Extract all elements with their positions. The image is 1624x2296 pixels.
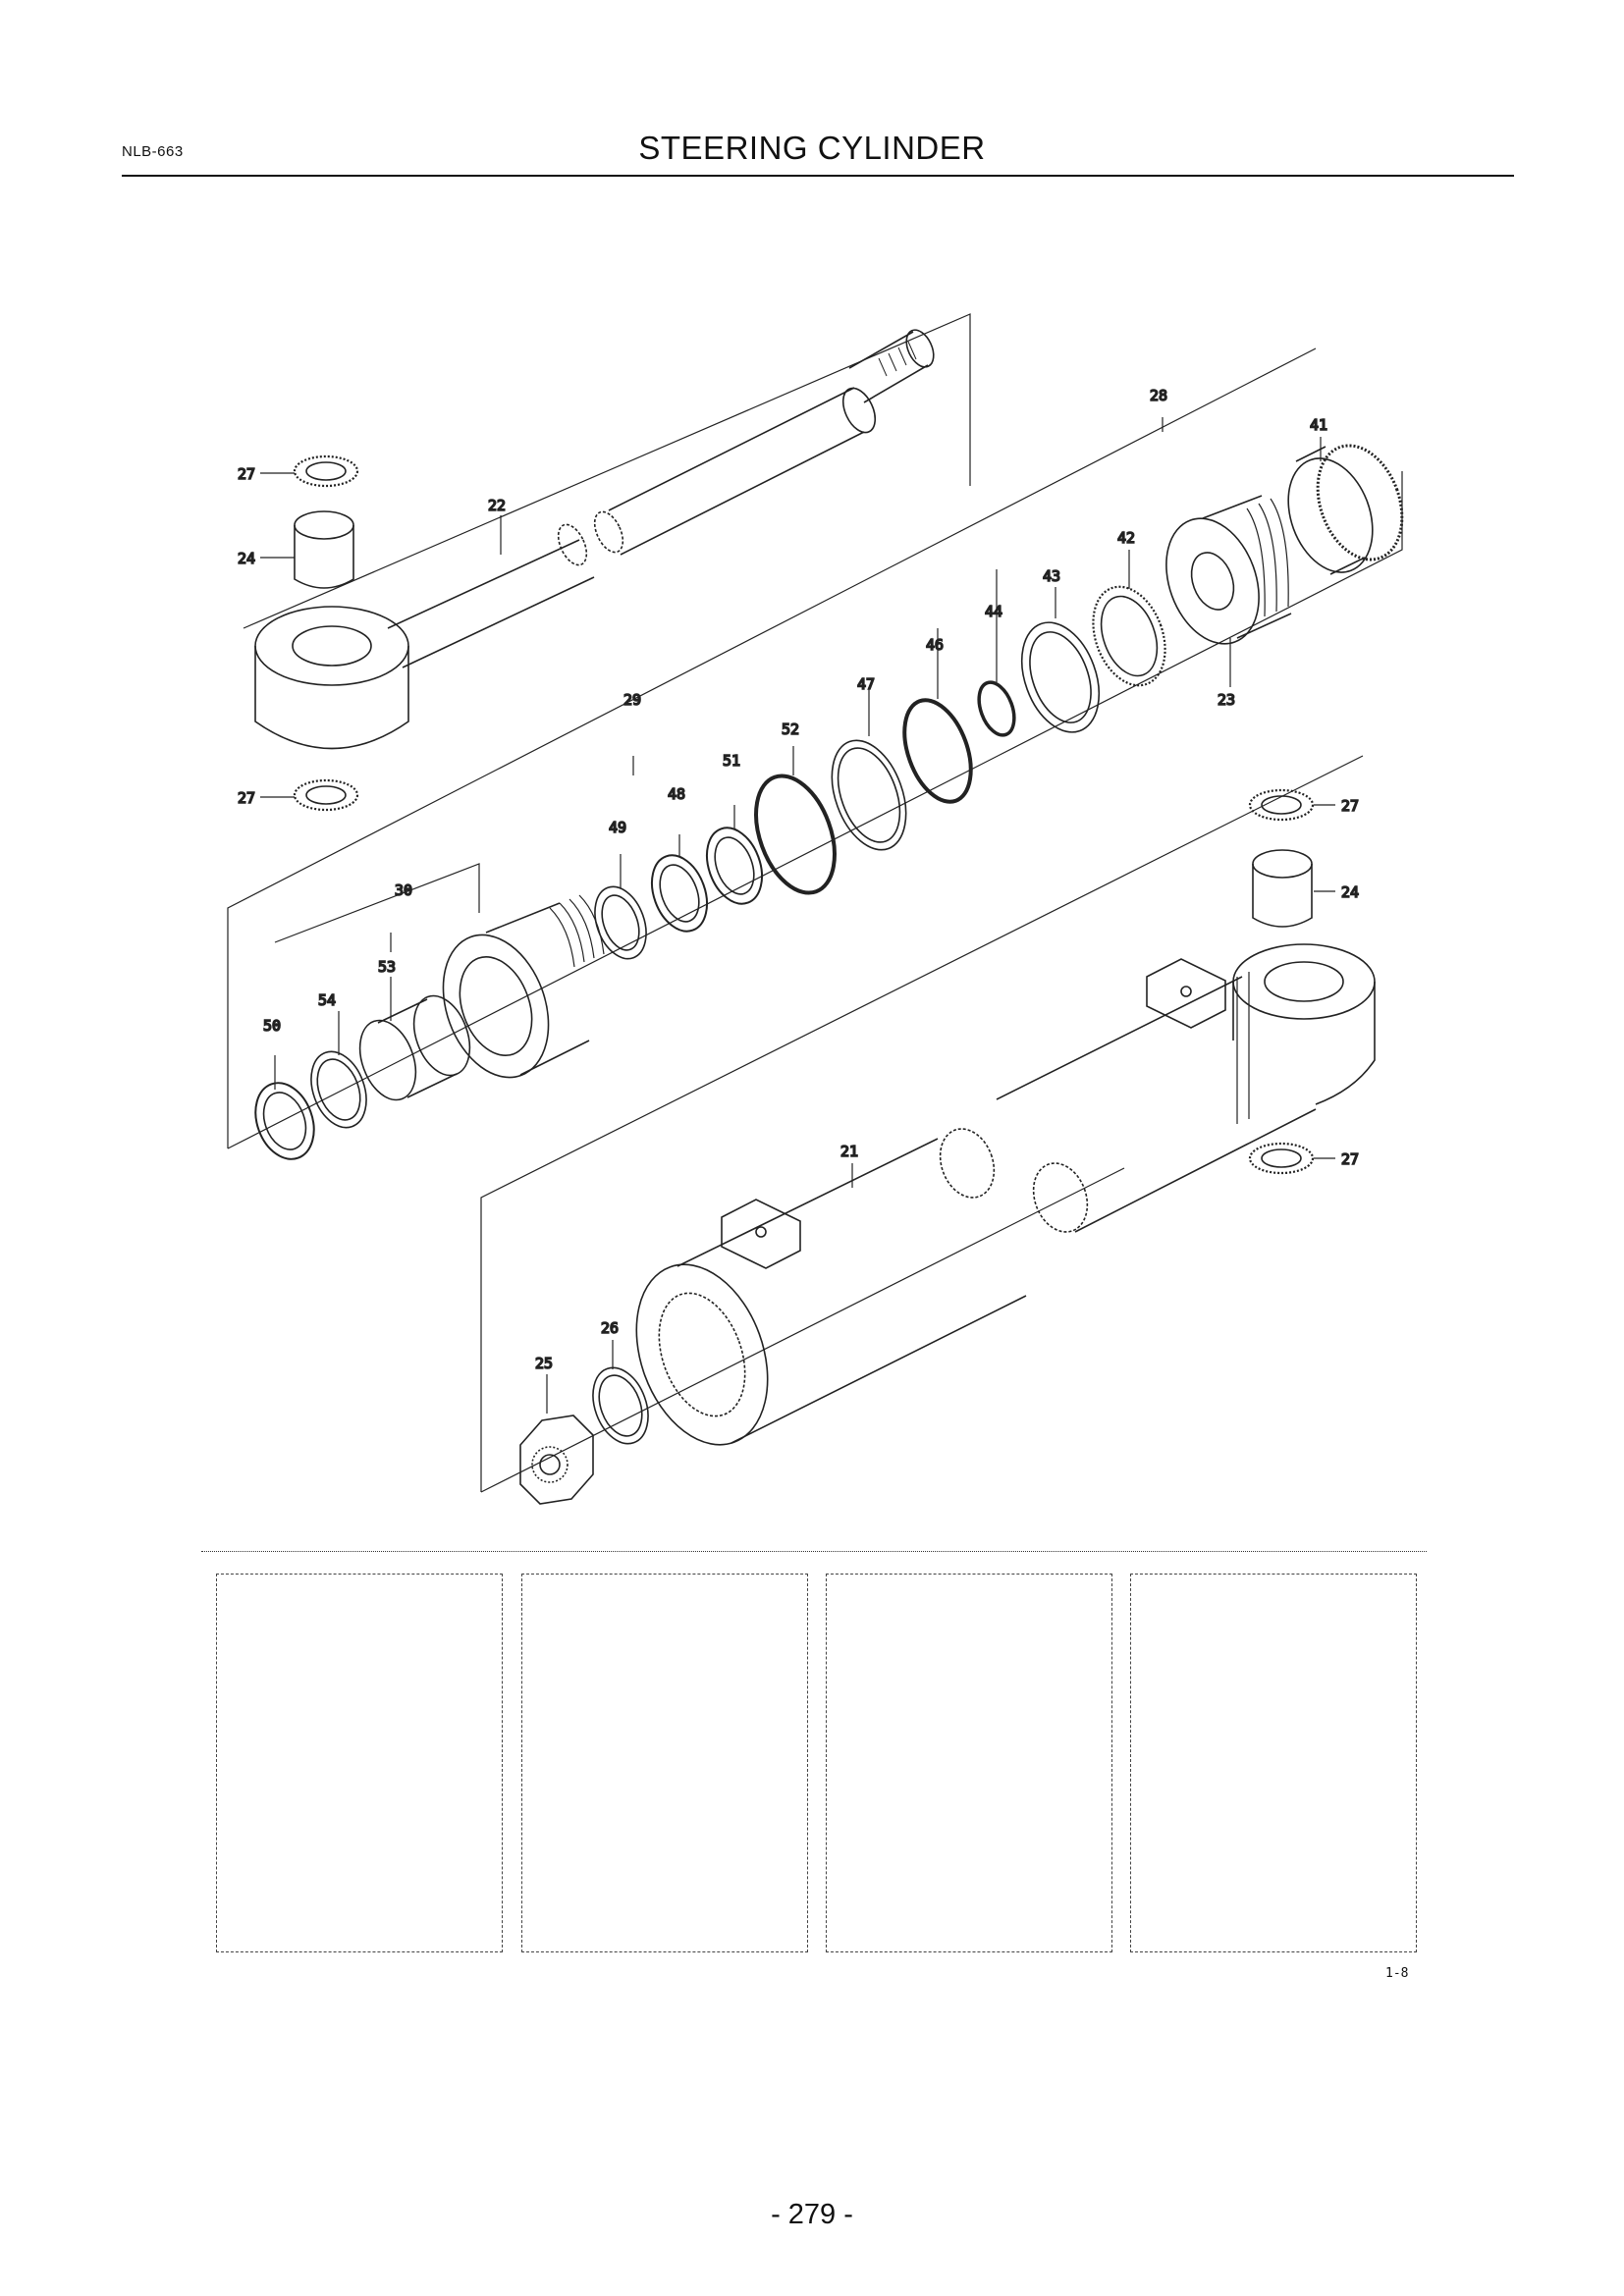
o-ring-44 [977,680,1016,737]
label-27: 27 [1341,1150,1359,1168]
label-23: 23 [1218,691,1235,709]
rod-cover-30 [442,894,605,1079]
label-50: 50 [263,1017,281,1035]
port-block-front [721,1199,801,1269]
label-25: 25 [535,1355,553,1372]
notes-divider [201,1551,1427,1552]
wear-ring-41 [1287,444,1404,575]
tube-frame-outline [480,755,1364,1492]
label-28: 28 [1150,387,1167,404]
label-43: 43 [1043,567,1060,585]
seal-27-top-right [1248,788,1315,822]
bushing-24-right [1252,849,1313,928]
label-49: 49 [609,819,626,836]
o-ring-46 [902,698,973,804]
dust-wiper-50 [254,1082,315,1160]
note-box-1 [216,1574,503,1952]
o-ring-52 [754,774,837,895]
rod-break-left [557,523,588,566]
ring-42 [1092,585,1166,687]
label-53: 53 [378,958,396,976]
seal-27-bottom-left [293,778,359,812]
seal-48 [650,854,709,933]
snap-ring-26 [592,1366,649,1445]
label-27: 27 [1341,797,1359,815]
label-21: 21 [840,1143,858,1160]
label-47: 47 [857,675,875,693]
ring-49 [594,885,647,960]
bushing-24-left [294,510,354,589]
label-46: 46 [926,636,944,654]
label-29: 29 [623,691,641,709]
label-30: 30 [395,881,412,899]
rod-threads [905,329,935,368]
label-48: 48 [668,785,685,803]
rod-eye-top [254,606,409,686]
label-27: 27 [238,465,255,483]
label-44: 44 [985,603,1002,620]
rod-break-right [593,510,624,554]
ring-54 [310,1050,367,1129]
label-24: 24 [1341,883,1359,901]
page-title: STEERING CYLINDER [638,130,986,166]
bushing-53 [358,994,471,1101]
head-frame-outline [227,347,1317,1148]
ring-43 [1020,621,1101,733]
label-41: 41 [1310,416,1327,434]
seal-27-top-left [293,454,359,488]
label-42: 42 [1117,529,1135,547]
title-divider [122,175,1514,177]
seal-27-bottom-right [1248,1142,1315,1175]
seal-51 [705,827,764,905]
rod-frame-outline [243,313,971,629]
sheet-reference: 1-8 [1385,1966,1409,1981]
label-26: 26 [601,1319,619,1337]
label-54: 54 [318,991,336,1009]
port-block-rear [1146,958,1226,1029]
label-52: 52 [782,721,799,738]
piston-rod-assembly [243,313,971,750]
note-box-3 [826,1574,1112,1952]
note-box-2 [521,1574,808,1952]
label-27: 27 [238,789,255,807]
tube-break-right [1032,1162,1089,1233]
note-box-4 [1130,1574,1417,1952]
label-22: 22 [488,497,506,514]
cylinder-tube-21 [635,943,1376,1446]
piston-23 [1165,495,1292,645]
document-code: NLB-663 [122,143,184,160]
backup-ring-47 [831,739,907,851]
lock-nut-25 [519,1415,594,1505]
page-number: - 279 - [771,2199,853,2230]
label-24: 24 [238,550,255,567]
label-51: 51 [723,752,740,770]
tube-break-left [939,1128,996,1199]
